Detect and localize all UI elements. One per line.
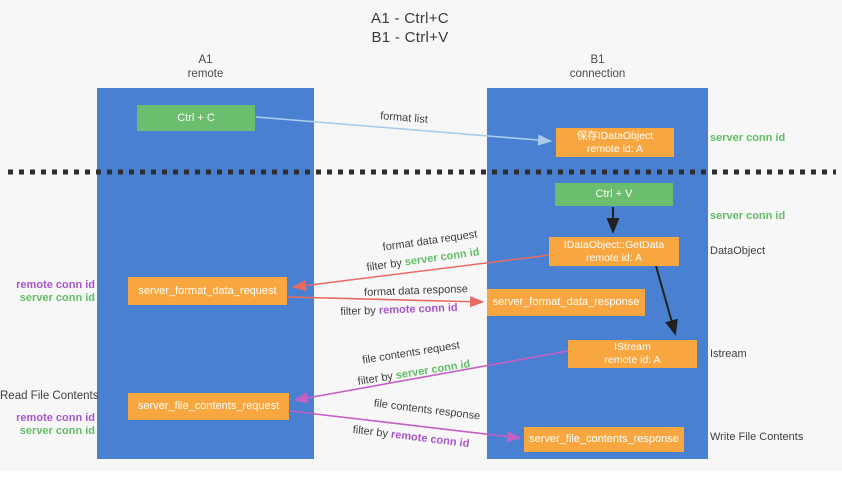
remote-conn-id-highlight: remote conn id	[378, 301, 458, 317]
filter-by-text: filter by	[340, 304, 377, 319]
ctrl-c-node: Ctrl + C	[137, 105, 255, 131]
format-data-response-arrow-label: format data response	[363, 283, 469, 299]
read-file-contents-label: Read File Contents	[0, 390, 99, 402]
server-format-data-request-label: server_format_data_request	[138, 284, 277, 297]
lane-header-a1: A1 remote	[97, 53, 314, 81]
lane-header-b1: B1 connection	[487, 53, 708, 81]
filter-by-text: filter by	[365, 257, 403, 274]
filter-by-remote-conn-id-label-2: filter by remote conn id	[352, 424, 470, 450]
filter-by-remote-conn-id-label-1: filter by remote conn id	[340, 302, 458, 318]
lane-a1-name: A1	[198, 54, 213, 66]
server-conn-id-label-top: server conn id	[710, 132, 786, 144]
server-conn-id-label-mid: server conn id	[710, 210, 786, 222]
server-format-data-response-label: server_format_data_response	[492, 296, 640, 308]
diagram-title: A1 - Ctrl+C B1 - Ctrl+V	[290, 9, 530, 47]
save-idataobject-line1: 保存IDataObject	[576, 129, 654, 142]
istream-side-label: Istream	[710, 348, 747, 360]
server-conn-id-label-1: server conn id	[19, 292, 95, 304]
save-idataobject-line2: remote id: A	[586, 142, 644, 155]
dataobject-label: DataObject	[710, 245, 766, 257]
write-file-contents-label: Write File Contents	[710, 431, 804, 443]
istream-line2: remote id: A	[604, 354, 661, 366]
lane-b1-subtitle: connection	[569, 68, 626, 80]
remote-conn-id-highlight: remote conn id	[390, 428, 470, 451]
remote-conn-id-label-2: remote conn id	[16, 412, 95, 424]
filter-by-text: filter by	[352, 423, 389, 441]
server-conn-id-highlight: server conn id	[394, 358, 472, 382]
remote-conn-id-label-1: remote conn id	[16, 279, 95, 291]
server-conn-id-highlight: server conn id	[404, 246, 481, 269]
getdata-line1: IDataObject::GetData	[563, 238, 665, 251]
file-contents-response-arrow-label: file contents response	[373, 397, 481, 423]
server-conn-id-label-2: server conn id	[19, 425, 95, 437]
getdata-node: IDataObject::GetData remote id: A	[549, 237, 679, 266]
getdata-line2: remote id: A	[585, 251, 643, 264]
bottom-strip	[0, 471, 842, 485]
ctrl-c-label: Ctrl + C	[177, 111, 215, 124]
ctrl-v-node: Ctrl + V	[555, 183, 673, 206]
format-list-arrow-label: format list	[379, 110, 429, 126]
server-file-contents-request-label: server_file_contents_request	[137, 400, 280, 412]
lane-a1-subtitle: remote	[187, 68, 224, 80]
istream-line1: IStream	[614, 341, 651, 353]
ctrl-v-label: Ctrl + V	[595, 188, 633, 200]
server-file-contents-response-label: server_file_contents_response	[529, 433, 679, 445]
server-file-contents-response-node: server_file_contents_response	[524, 427, 684, 452]
lane-b1-name: B1	[590, 54, 605, 66]
server-file-contents-request-node: server_file_contents_request	[128, 393, 289, 420]
istream-node: IStream remote id: A	[568, 340, 697, 368]
title-line-1: A1 - Ctrl+C	[371, 10, 449, 27]
title-line-2: B1 - Ctrl+V	[371, 29, 449, 46]
filter-by-text: filter by	[356, 370, 394, 388]
server-format-data-request-node: server_format_data_request	[128, 277, 287, 305]
server-format-data-response-node: server_format_data_response	[487, 289, 645, 316]
save-idataobject-node: 保存IDataObject remote id: A	[556, 128, 674, 157]
